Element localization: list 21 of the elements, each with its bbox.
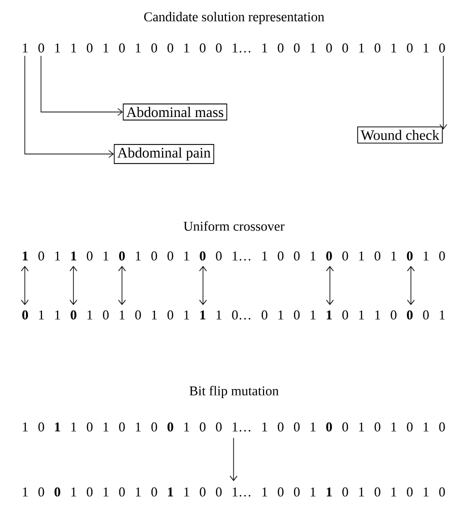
leader-line — [24, 56, 114, 158]
bit-string: 1 0 0 1 0 1 0 1 0 1 1 0 0 1… 1 0 0 1 1 0 1 0 1 0 1 0 — [22, 487, 445, 497]
bit-string: 0 1 1 0 1 0 1 0 1 0 1 1 1 0… 0 1 0 1 1 0 1 1 0 0 0 1 — [22, 310, 445, 320]
bit-string: 1 0 1 1 0 1 0 1 0 0 1 0 0 1… 1 0 0 1 0 0 1 0 1 0 1 0 — [22, 422, 445, 432]
label-box: Abdominal pain — [114, 144, 214, 164]
section-heading: Uniform crossover — [184, 221, 284, 231]
swap-arrow — [407, 266, 415, 306]
leader-line — [439, 56, 448, 130]
swap-arrow — [326, 266, 334, 306]
swap-arrow — [20, 266, 29, 306]
swap-arrow — [70, 266, 78, 306]
label-box: Abdominal mass — [122, 104, 228, 120]
swap-arrow — [118, 266, 126, 306]
swap-arrow — [199, 266, 207, 306]
label-box: Wound check — [357, 126, 443, 144]
bit-string: 1 0 1 1 0 1 0 1 0 0 1 0 0 1… 1 0 0 1 0 0 1 0 1 0 1 0 — [22, 251, 445, 261]
bit-string: 1 0 1 1 0 1 0 1 0 0 1 0 0 1… 1 0 0 1 0 0 1 0 1 0 1 0 — [22, 43, 445, 53]
leader-line — [40, 56, 123, 116]
section-heading: Bit flip mutation — [190, 386, 279, 398]
section-heading: Candidate solution representation — [144, 12, 324, 24]
arrow — [230, 438, 238, 482]
